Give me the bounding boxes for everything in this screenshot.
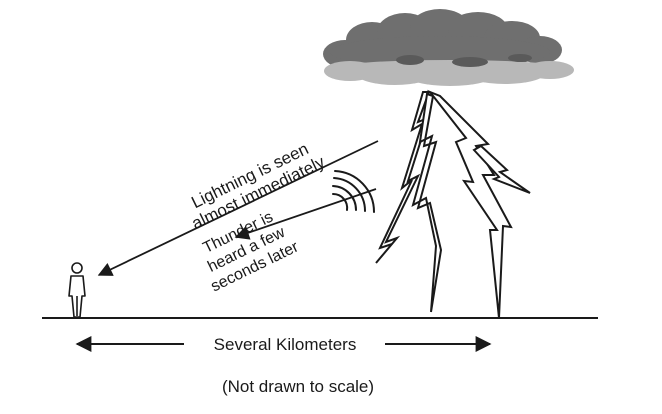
thunder-arrow [234,188,377,240]
lightning-bolt-right [426,89,513,319]
sound-waves [332,170,376,213]
light-arrow [97,140,379,276]
scale-note: (Not drawn to scale) [222,377,374,396]
lightning-bolts [375,89,531,319]
lightning-bolt-center [411,92,443,313]
storm-cloud [323,9,574,86]
person-head [71,262,83,274]
distance-label: Several Kilometers [214,335,357,354]
lightning-bolt-branch [472,144,531,194]
observer-person [68,262,86,318]
